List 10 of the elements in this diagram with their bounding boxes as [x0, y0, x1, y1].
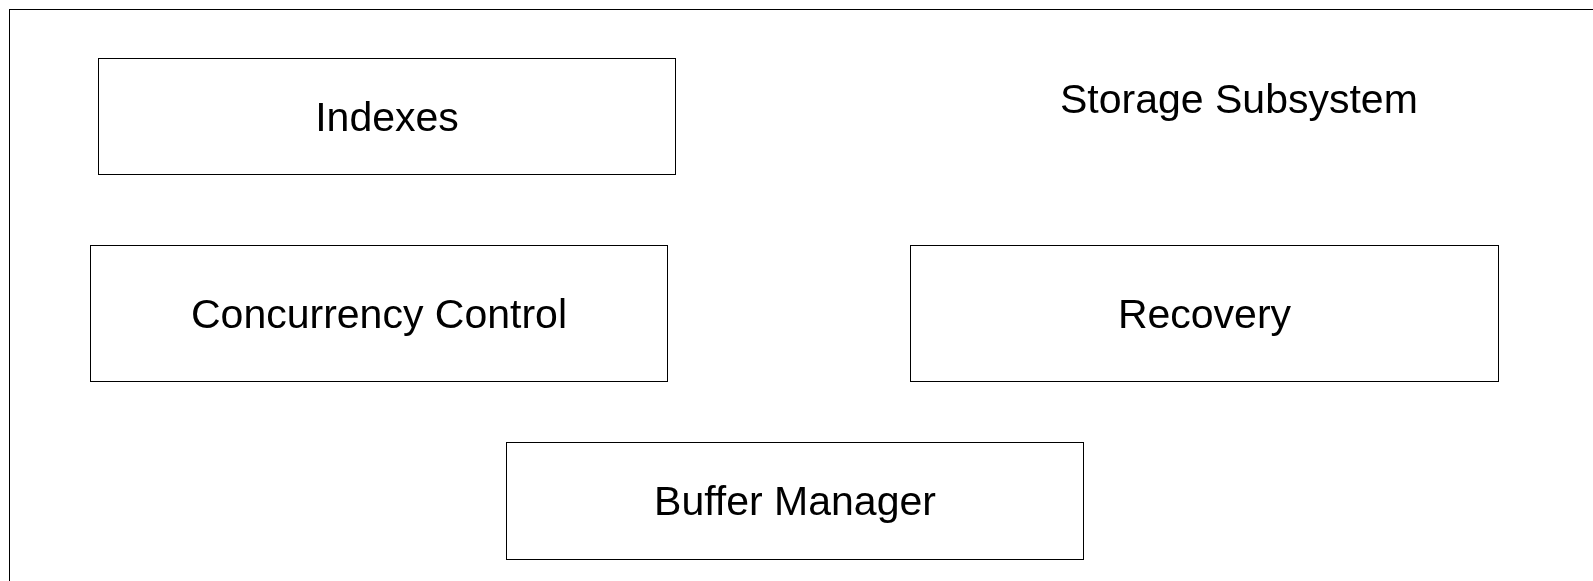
- box-label: Recovery: [1116, 290, 1293, 337]
- box-label: Concurrency Control: [190, 290, 568, 337]
- box-label: Indexes: [314, 93, 460, 140]
- component-box: [90, 245, 668, 382]
- subsystem-frame: [9, 9, 1593, 581]
- box-label: Buffer Manager: [653, 477, 937, 525]
- frame-title: Storage Subsystem: [1060, 76, 1418, 123]
- component-box: [910, 245, 1499, 382]
- component-box: [98, 58, 676, 175]
- component-box: [506, 442, 1084, 560]
